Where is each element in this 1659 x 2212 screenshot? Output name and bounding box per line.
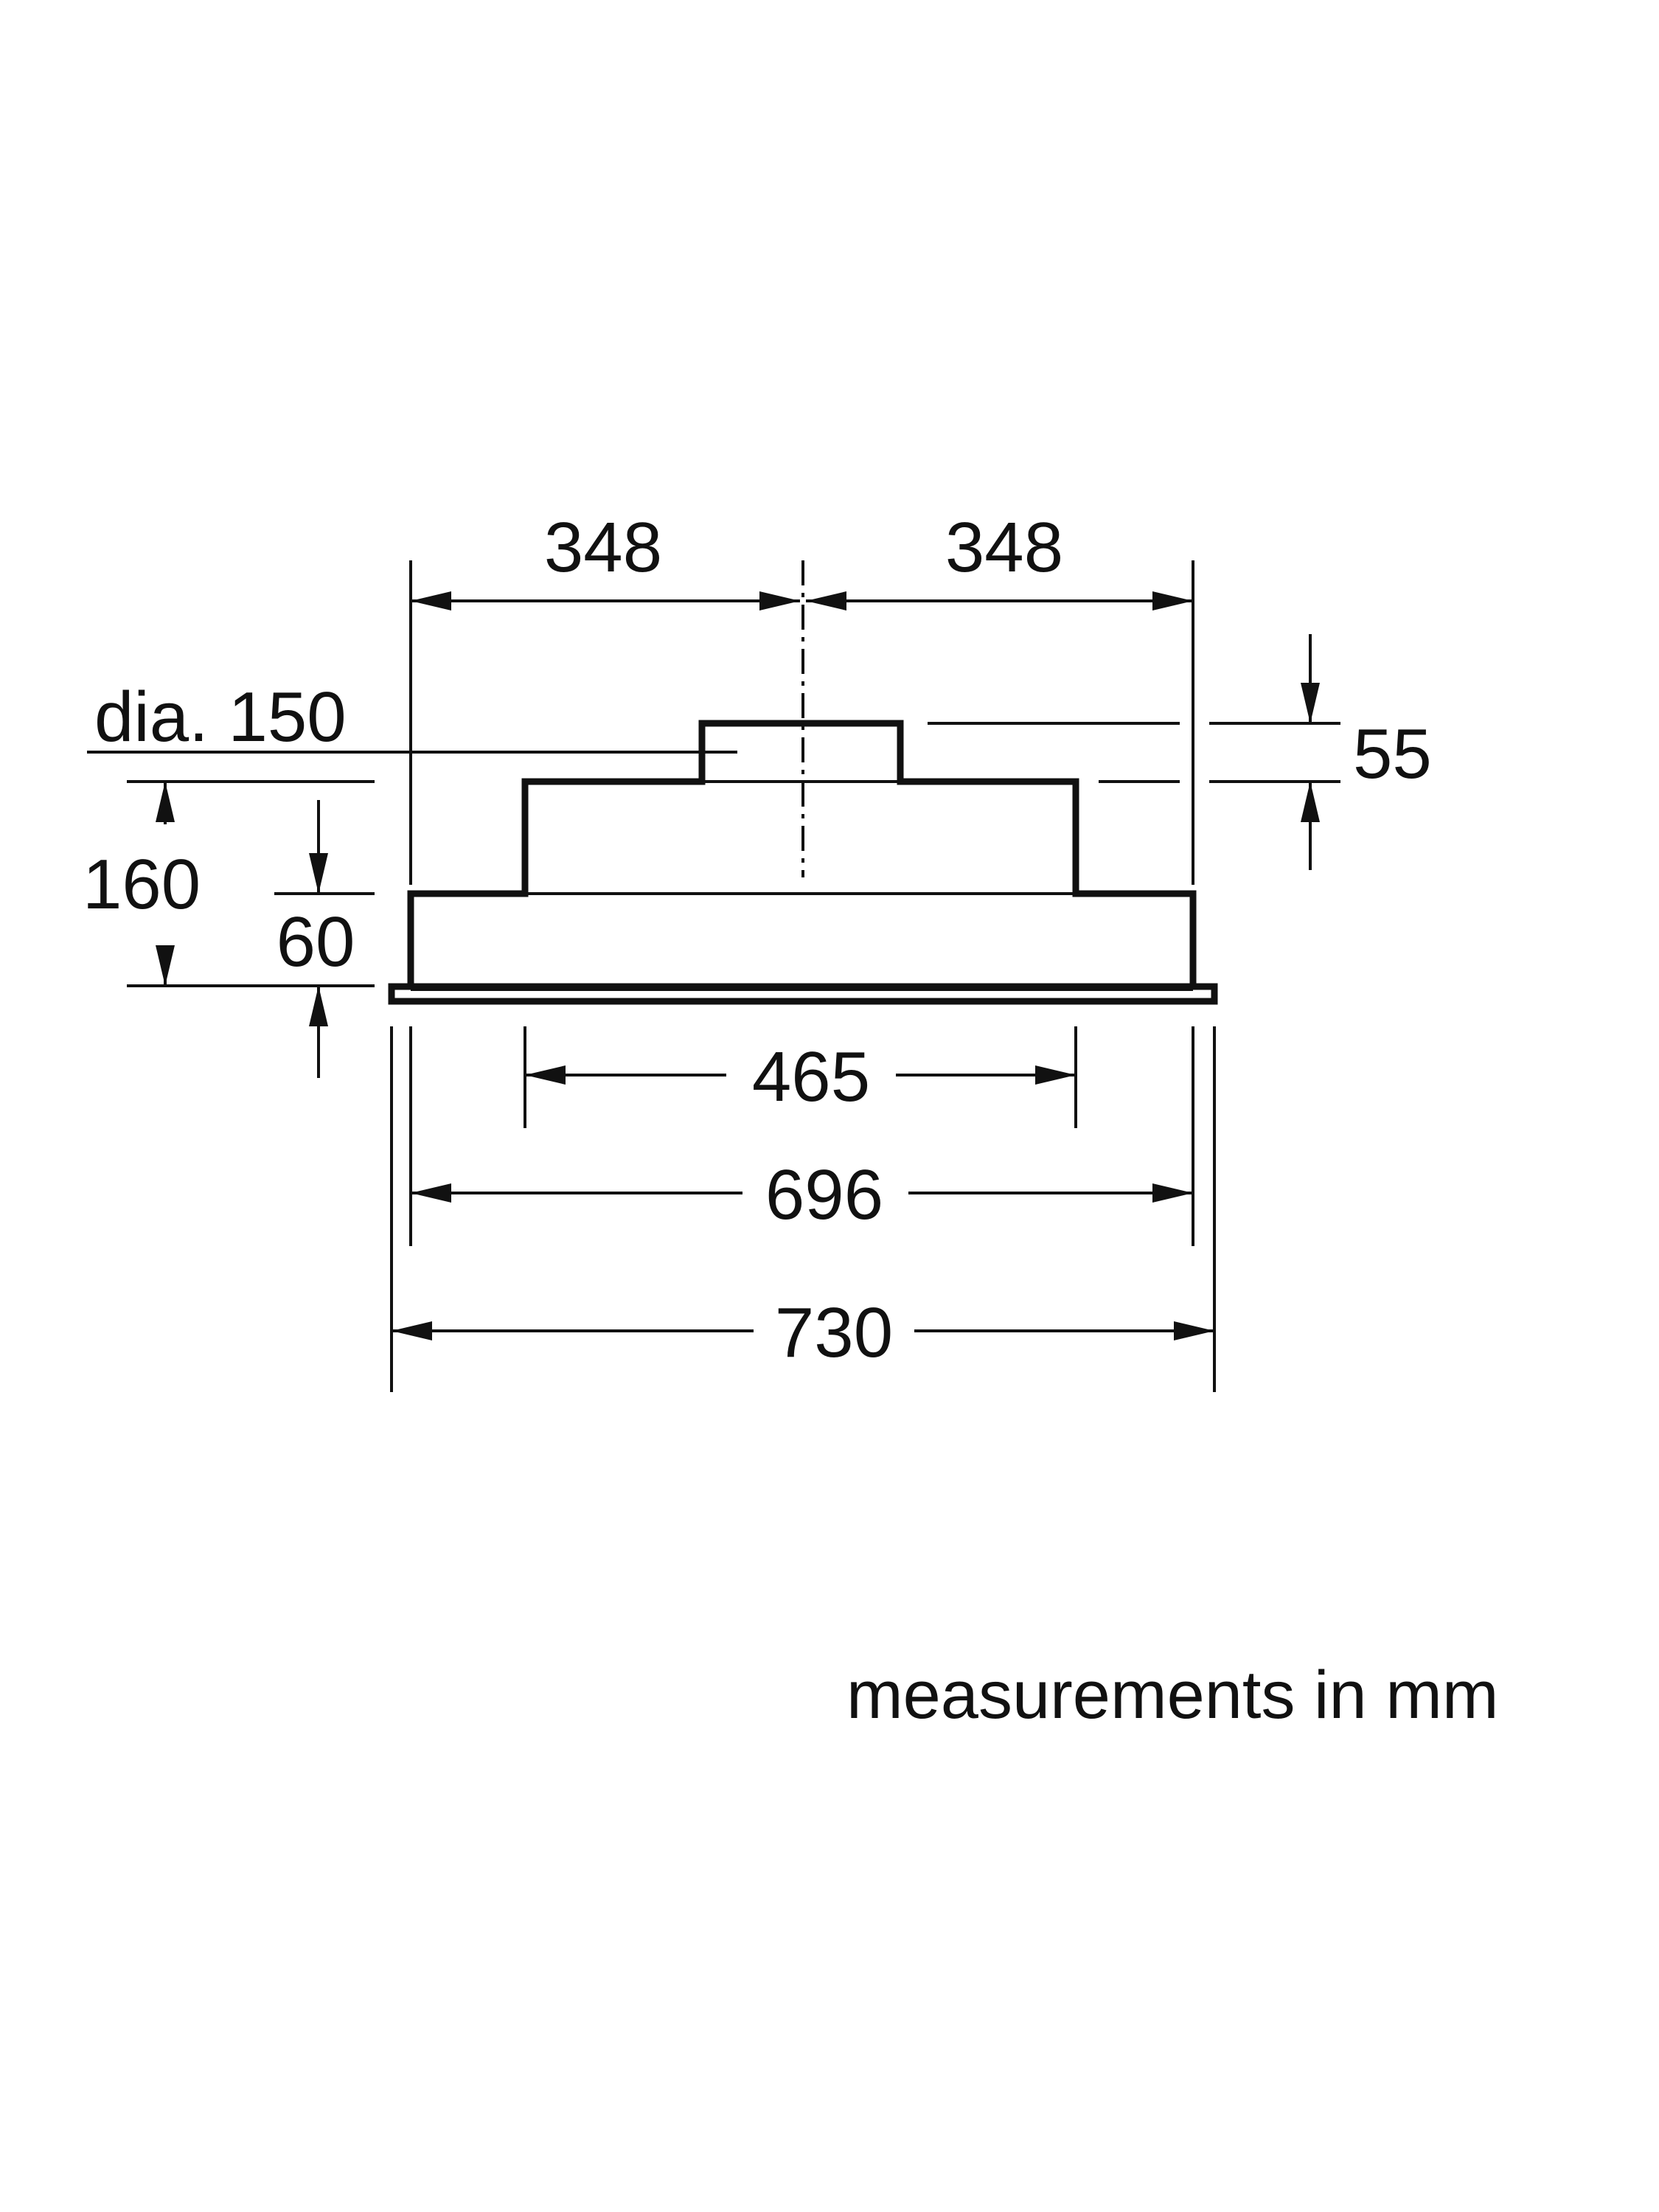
dim-348-left: 348 xyxy=(544,508,662,587)
dim-465: 465 xyxy=(752,1037,870,1116)
dim-348-right: 348 xyxy=(945,508,1063,587)
dimension-465-group: 465 xyxy=(524,1026,1077,1128)
arrowhead xyxy=(1301,683,1320,723)
arrowhead xyxy=(309,853,328,894)
arrowhead xyxy=(156,782,175,822)
dim-diameter-150: dia. 150 xyxy=(94,678,347,757)
dim-60: 60 xyxy=(276,902,355,981)
arrowhead xyxy=(759,591,800,611)
arrowhead xyxy=(806,591,846,611)
dim-696: 696 xyxy=(765,1155,883,1234)
dimension-696-group: 696 xyxy=(409,1026,1194,1246)
appliance-outline xyxy=(388,560,1218,1005)
dimension-730-group: 730 xyxy=(390,1026,1216,1392)
dim-730: 730 xyxy=(775,1293,893,1372)
collar-height-dimension: 55 xyxy=(928,634,1432,870)
top-dimension-group: 348 348 xyxy=(409,508,1194,885)
measurement-units-note: measurements in mm xyxy=(846,1658,1498,1733)
arrowhead xyxy=(1301,782,1320,822)
diameter-callout: dia. 150 xyxy=(87,678,737,757)
dim-160: 160 xyxy=(83,845,201,924)
left-height-dimensions: 160 60 xyxy=(83,780,375,1078)
body-profile xyxy=(407,720,1197,987)
arrowhead xyxy=(411,1183,451,1203)
arrowhead xyxy=(392,1321,432,1340)
arrowhead xyxy=(411,591,451,611)
dim-55: 55 xyxy=(1353,714,1432,793)
arrowhead xyxy=(1035,1065,1076,1085)
bottom-frame xyxy=(388,983,1218,1005)
arrowhead xyxy=(1152,591,1193,611)
arrowhead xyxy=(1174,1321,1214,1340)
arrowhead xyxy=(525,1065,566,1085)
arrowhead xyxy=(309,986,328,1026)
arrowhead xyxy=(156,945,175,986)
arrowhead xyxy=(1152,1183,1193,1203)
